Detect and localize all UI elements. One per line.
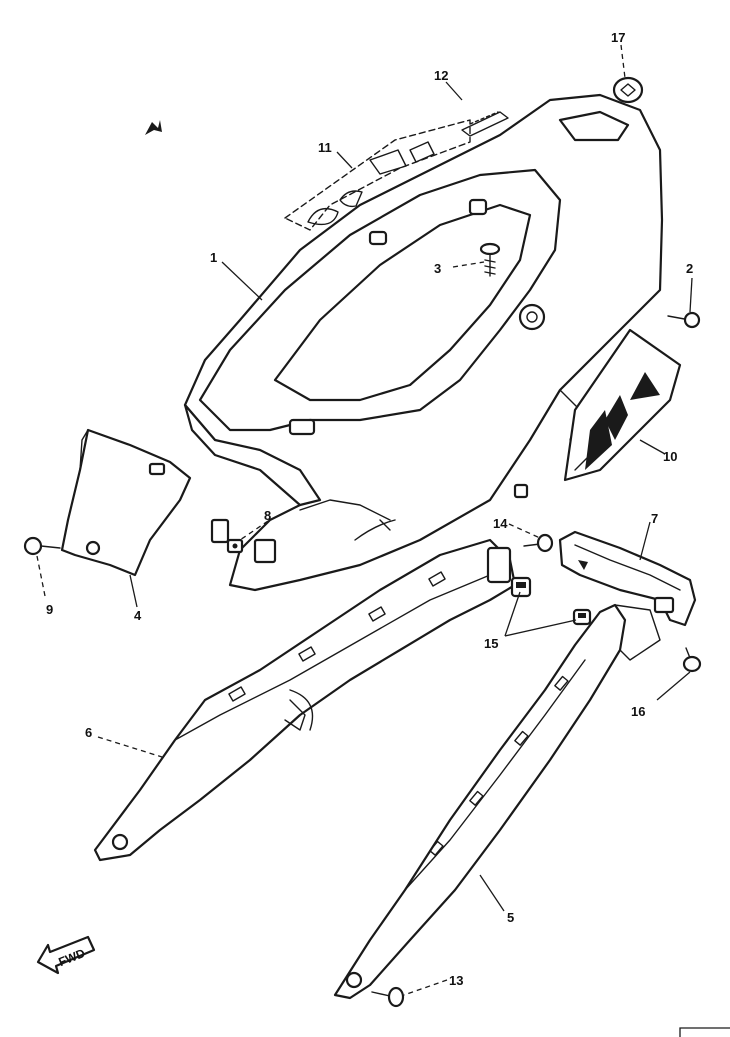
callout-2: 2	[686, 261, 693, 276]
part-6-side-rail	[93, 538, 517, 862]
part-2-screw	[667, 311, 701, 329]
part-7-rear-bracket	[558, 530, 697, 627]
callout-16: 16	[631, 704, 645, 719]
callout-13: 13	[449, 973, 463, 988]
part-12-decal	[461, 111, 509, 137]
callout-15: 15	[484, 636, 498, 651]
part-15-clips	[510, 576, 592, 626]
callout-8: 8	[264, 508, 271, 523]
part-17-cap	[612, 76, 644, 104]
callout-3: 3	[434, 261, 441, 276]
callout-9: 9	[46, 602, 53, 617]
leader-lines	[36, 44, 693, 996]
callout-5: 5	[507, 910, 514, 925]
callout-11: 11	[318, 140, 332, 155]
part-8-nut	[226, 538, 244, 554]
part-13-bolt	[371, 986, 405, 1008]
part-4-side-panel	[60, 428, 192, 577]
callouts: 1 2 3 4 5 6 7 8 9 10 11 12 13 14 15 16 1…	[46, 30, 693, 988]
callout-12: 12	[434, 68, 448, 83]
part-11-emblem-decal	[284, 119, 471, 231]
part-1-seat-cowl	[183, 93, 664, 592]
part-14-screw	[523, 533, 554, 553]
part-9-screw	[23, 536, 61, 556]
fwd-arrow: FWD	[36, 935, 96, 975]
callout-1: 1	[210, 250, 217, 265]
callout-17: 17	[611, 30, 625, 45]
callout-4: 4	[134, 608, 142, 623]
callout-7: 7	[651, 511, 658, 526]
callout-10: 10	[663, 449, 677, 464]
direction-mark	[145, 120, 162, 135]
part-5-rear-rail	[333, 603, 661, 1000]
part-16-screw	[682, 647, 702, 673]
part-10-side-emblem	[563, 328, 682, 482]
callout-14: 14	[493, 516, 508, 531]
callout-6: 6	[85, 725, 92, 740]
part-3-screw	[479, 242, 501, 277]
corner-mark	[679, 1027, 730, 1037]
